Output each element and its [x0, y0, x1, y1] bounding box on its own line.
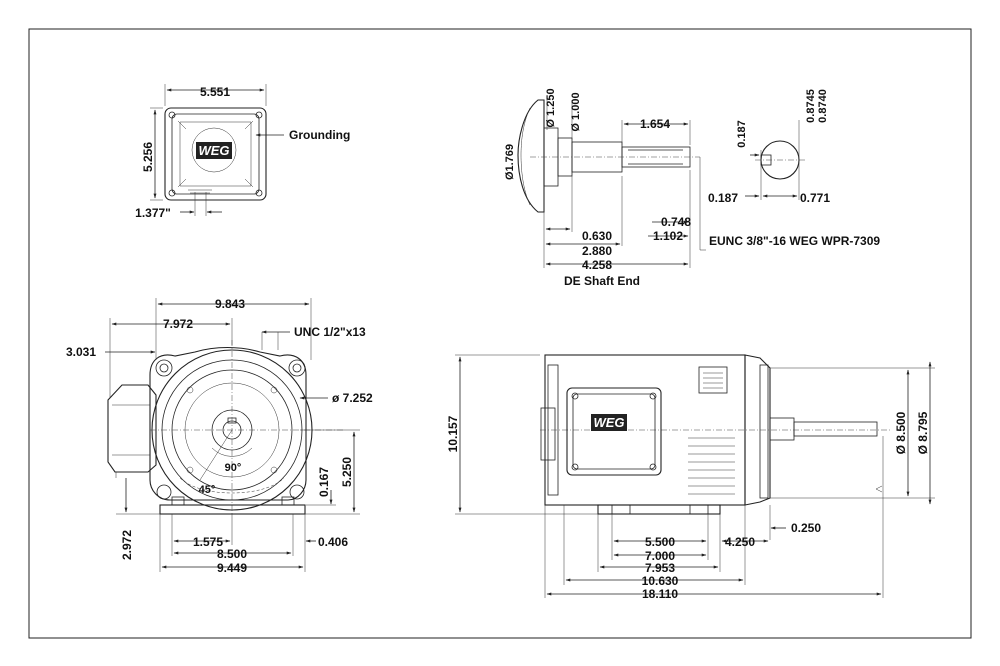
dim-side-7000: 7.000 [645, 549, 675, 563]
dim-terminal-height: 5.256 [141, 142, 155, 172]
dim-key-0771: 0.771 [800, 191, 830, 205]
dim-side-18110: 18.110 [642, 587, 678, 601]
dim-front-3031: 3.031 [66, 345, 96, 359]
dim-side-4250: 4.250 [725, 535, 755, 549]
dim-front-5250: 5.250 [340, 457, 354, 487]
dim-len-1102: 1.102 [653, 229, 683, 243]
dim-len-1654: 1.654 [640, 117, 670, 131]
dim-front-9449: 9.449 [217, 561, 247, 575]
dim-front-9843: 9.843 [215, 297, 245, 311]
front-view: 9.843 7.972 3.031 UNC 1/2"x13 ø 7.252 5.… [66, 297, 373, 575]
dim-front-8500: 8.500 [217, 547, 247, 561]
dim-key-0187-v: 0.187 [736, 120, 748, 148]
angle-90: 90° [225, 462, 242, 474]
dim-front-2972: 2.972 [120, 530, 134, 560]
weg-logo-side-icon [591, 414, 627, 431]
terminal-box-view: WEG 5.551 5.256 1.377" Grounding [135, 84, 350, 220]
bolt-thread-spec: UNC 1/2"x13 [294, 325, 366, 339]
dim-len-0748: 0.748 [661, 215, 691, 229]
dim-side-7953: 7.953 [645, 561, 675, 575]
dim-len-0630: 0.630 [582, 229, 612, 243]
grounding-label: Grounding [289, 128, 350, 142]
brand-logo-text: WEG [198, 143, 229, 158]
dim-key-08740: 0.8740 [817, 89, 829, 123]
side-view: WEG 10.157 Ø 8.500 Ø 8.795 0.250 [446, 354, 935, 601]
dim-side-0250: 0.250 [791, 521, 821, 535]
dim-terminal-width: 5.551 [200, 85, 230, 99]
angle-45: 45° [199, 484, 216, 496]
dim-side-8500: Ø 8.500 [894, 411, 908, 454]
dim-key-0187-h: 0.187 [708, 191, 738, 205]
dim-len-4258: 4.258 [582, 258, 612, 272]
dim-side-8795: Ø 8.795 [916, 411, 930, 454]
dim-len-2880: 2.880 [582, 244, 612, 258]
brand-logo-side-text: WEG [593, 415, 624, 430]
dim-dia-1250: Ø 1.250 [545, 88, 557, 127]
shaft-end-view: Ø 1.250 Ø 1.000 Ø1.769 1.654 0.630 2.880… [504, 88, 880, 288]
thread-spec: EUNC 3/8"-16 WEG WPR-7309 [709, 234, 880, 248]
dim-front-1575: 1.575 [193, 535, 223, 549]
dim-side-10157: 10.157 [446, 415, 460, 452]
drawing-frame [28, 28, 972, 639]
dim-front-0167: 0.167 [317, 467, 331, 497]
weg-logo-icon [196, 142, 232, 159]
shaft-end-caption: DE Shaft End [564, 274, 640, 288]
dim-terminal-offset: 1.377" [135, 206, 171, 220]
dim-dia-1769: Ø1.769 [504, 144, 516, 180]
dim-side-10630: 10.630 [642, 574, 679, 588]
dim-front-7252: ø 7.252 [332, 391, 373, 405]
dim-side-5500: 5.500 [645, 535, 675, 549]
dim-front-0406: 0.406 [318, 535, 348, 549]
dim-key-08745: 0.8745 [805, 89, 817, 123]
dim-front-7972: 7.972 [163, 317, 193, 331]
dim-dia-1000: Ø 1.000 [570, 92, 582, 131]
